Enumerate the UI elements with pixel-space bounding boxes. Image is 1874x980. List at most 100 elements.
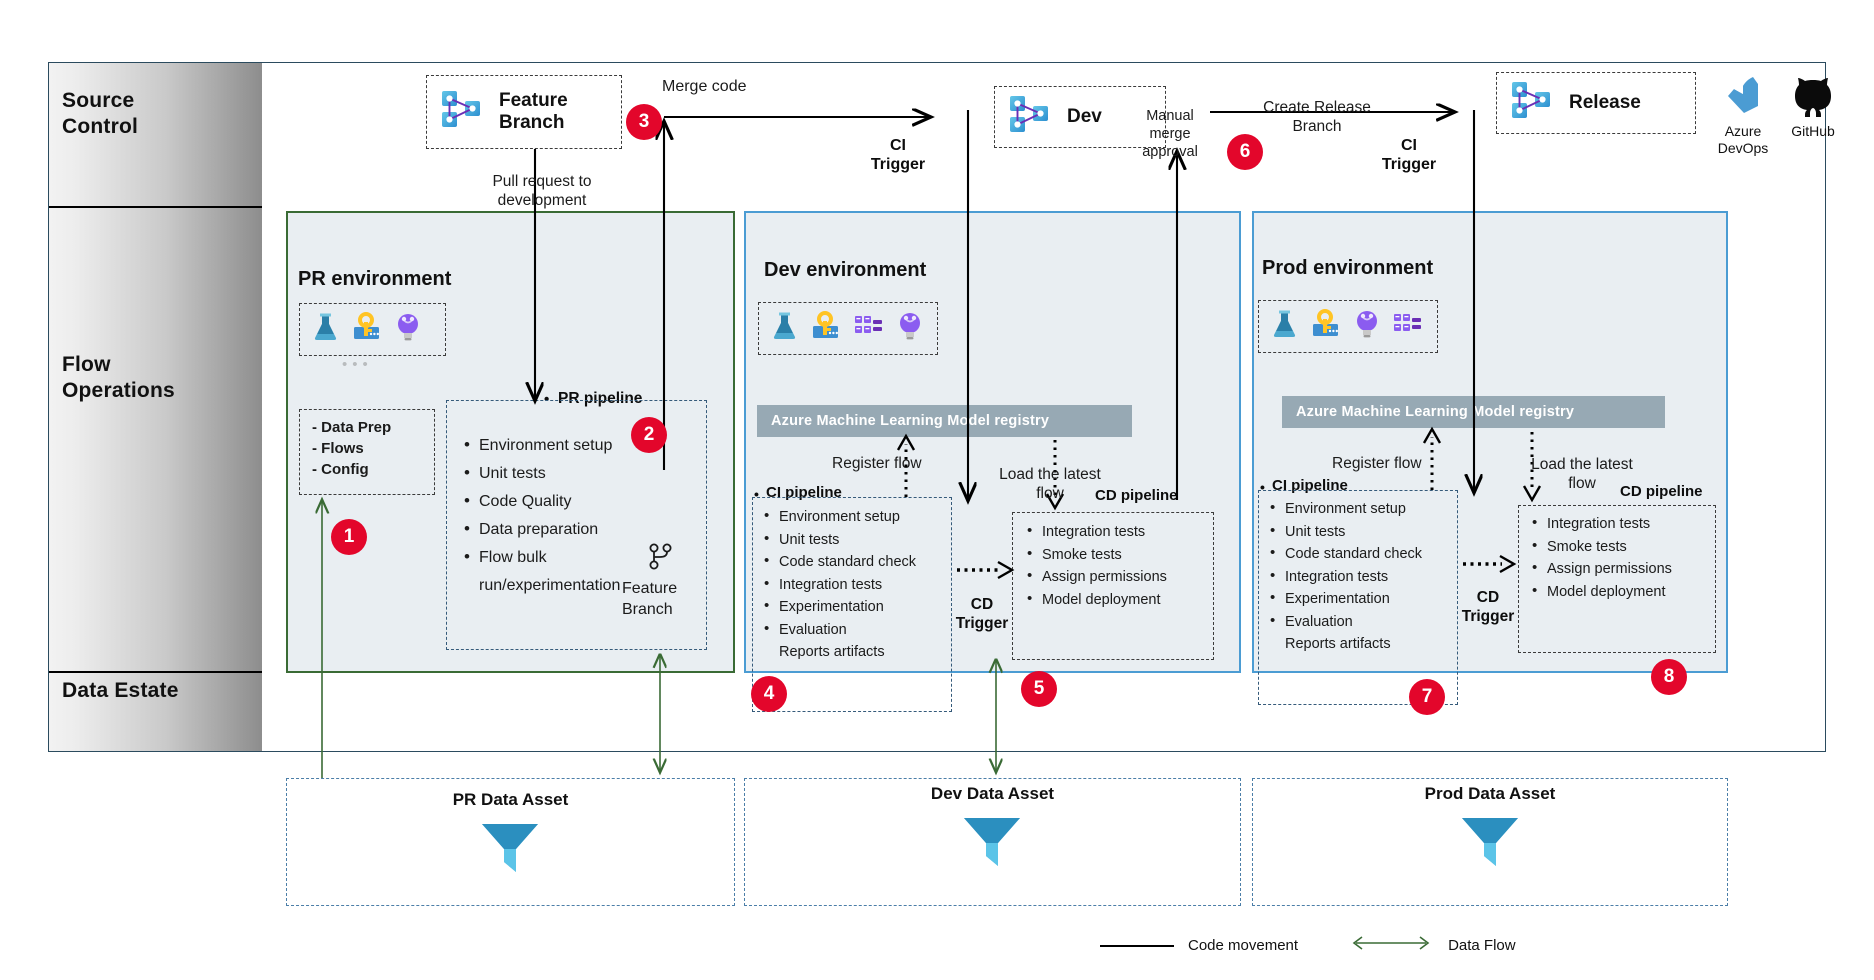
rail-divider-1 (49, 206, 262, 208)
cluster-icon (854, 311, 884, 346)
ci-trigger-dev-line2: Trigger (870, 156, 926, 173)
manual-merge-line3: approval (1142, 144, 1198, 160)
feature-branch-line2: Branch (499, 112, 565, 133)
manual-merge-line2: merge (1149, 126, 1191, 142)
load-latest-prod-line2: flow (1568, 475, 1596, 492)
beaker-icon (312, 312, 339, 347)
edge-label-ci-trigger-dev: CI Trigger (868, 136, 928, 174)
edge-label-manual-merge-approval: Manual merge approval (1130, 107, 1210, 161)
swimlane-rail-data-estate (49, 672, 262, 751)
prod-environment-title: Prod environment (1262, 257, 1434, 279)
legend-code-movement-label: Code movement (1188, 937, 1299, 954)
data-asset-dev-title: Dev Data Asset (930, 784, 1055, 803)
pr-artifact-item: - Config (312, 461, 369, 478)
dev-ci-item: Evaluation (762, 618, 916, 642)
create-release-line1: Create Release (1263, 99, 1371, 116)
dev-ci-pipeline-list: Environment setup Unit tests Code standa… (762, 505, 916, 664)
git-branch-icon (648, 543, 674, 570)
edge-label-cd-trigger-dev: CD Trigger (950, 595, 1014, 633)
swimlane-rail-source-control (49, 63, 262, 207)
pr-environment-title: PR environment (298, 268, 452, 290)
source-chip-release-label: Release (1569, 92, 1641, 113)
source-chip-dev[interactable]: Dev (994, 86, 1166, 148)
cd-trigger-prod-line1: CD (1476, 589, 1500, 606)
prod-cd-item: Assign permissions (1530, 557, 1672, 581)
key-icon (352, 312, 382, 347)
prod-ci-item: Experimentation (1268, 587, 1422, 611)
prod-cd-item: Smoke tests (1530, 535, 1672, 559)
azure-data-asset-icon (478, 818, 542, 885)
cd-trigger-dev-line1: CD (970, 596, 994, 613)
pr-artifacts-box (299, 409, 435, 495)
swimlane-label-data-text: Data Estate (62, 679, 179, 702)
edge-label-load-latest-flow-prod: Load the latest flow (1522, 455, 1642, 493)
create-release-line2: Branch (1292, 118, 1342, 135)
azure-devops-label-line1: Azure (1724, 123, 1762, 139)
data-asset-pr-title: PR Data Asset (452, 790, 569, 809)
source-chip-dev-label: Dev (1067, 106, 1102, 127)
dev-cd-item: Smoke tests (1025, 543, 1167, 567)
swimlane-label-source-line1: Source (62, 89, 135, 112)
source-chip-feature-branch[interactable]: Feature Branch (426, 75, 622, 149)
swimlane-label-flow-line2: Operations (62, 379, 175, 402)
dev-ci-item: Environment setup (762, 505, 916, 529)
dev-model-registry-bar: Azure Machine Learning Model registry (757, 405, 1132, 437)
pr-pipeline-list: Environment setup Unit tests Code Qualit… (462, 431, 697, 600)
pr-artifact-item: - Flows (312, 440, 364, 457)
dev-ci-item: Experimentation (762, 595, 916, 619)
source-chip-release[interactable]: Release (1496, 72, 1696, 134)
edge-label-pull-request: Pull request to development (452, 172, 632, 210)
swimlane-rail-flow-operations (49, 207, 262, 672)
pr-environment-icon-strip (299, 303, 446, 356)
prod-ci-pipeline-list: Environment setup Unit tests Code standa… (1268, 497, 1422, 656)
pr-pipeline-title-text: PR pipeline (558, 390, 643, 407)
prod-cd-pipeline-title: CD pipeline (1620, 483, 1703, 500)
prod-cd-item: Integration tests (1530, 512, 1672, 536)
step-badge-5: 5 (1022, 672, 1056, 706)
ci-trigger-dev-line1: CI (890, 137, 906, 154)
dev-ci-pipeline-title-text: CI pipeline (766, 484, 842, 501)
prod-cd-item: Model deployment (1530, 580, 1672, 604)
prod-ci-bullet: • (1260, 479, 1265, 495)
pr-branch-tag-line2: Branch (622, 601, 673, 618)
edge-label-merge-code: Merge code (662, 78, 747, 95)
dev-ci-pipeline-title: • CI pipeline (754, 484, 842, 502)
dev-cd-pipeline-box (1012, 512, 1214, 660)
lightbulb-icon (1354, 309, 1380, 344)
legend-data-flow-arrow (1348, 935, 1434, 956)
dev-environment-title: Dev environment (764, 259, 927, 281)
dev-ci-bullet: • (754, 486, 759, 502)
github-icon (1791, 78, 1835, 122)
swimlane-label-source-control: Source Control (62, 88, 138, 140)
load-latest-dev-line2: flow (1036, 485, 1064, 502)
feature-branch-line1: Feature (499, 90, 568, 111)
step-badge-3: 3 (627, 105, 661, 139)
github-label: GitHub (1791, 123, 1835, 139)
azure-data-asset-icon (960, 812, 1024, 879)
manual-merge-line1: Manual (1146, 108, 1194, 124)
pr-environment-carousel-dots: ••• (342, 356, 373, 373)
pr-artifacts-list: - Data Prep - Flows - Config (306, 417, 391, 480)
load-latest-prod-line1: Load the latest (1531, 456, 1633, 473)
dev-ci-item: Integration tests (762, 573, 916, 597)
pull-request-line1: Pull request to (492, 173, 592, 190)
dev-cd-pipeline-list: Integration tests Smoke tests Assign per… (1025, 520, 1167, 611)
pr-pipeline-title: • PR pipeline (544, 390, 643, 408)
vendor-azure-devops: Azure DevOps (1706, 72, 1780, 157)
legend-data-flow-label: Data Flow (1448, 937, 1516, 954)
data-asset-prod-title: Prod Data Asset (1424, 784, 1556, 803)
ci-trigger-prod-line1: CI (1401, 137, 1417, 154)
branch-node-icon (1009, 93, 1055, 142)
prod-model-registry-bar: Azure Machine Learning Model registry (1282, 396, 1665, 428)
cd-trigger-dev-line2: Trigger (955, 615, 1009, 632)
prod-cd-pipeline-list: Integration tests Smoke tests Assign per… (1530, 512, 1672, 604)
edge-label-register-flow-dev: Register flow (832, 455, 922, 472)
pr-artifact-item: - Data Prep (312, 419, 392, 436)
branch-node-icon (441, 88, 487, 137)
dev-cd-pipeline-title: CD pipeline (1095, 487, 1178, 504)
pr-branch-tag-line1: Feature (622, 580, 678, 597)
lightbulb-icon (897, 311, 923, 346)
source-chip-feature-branch-label: Feature Branch (499, 90, 568, 134)
swimlane-label-source-line2: Control (62, 115, 139, 138)
